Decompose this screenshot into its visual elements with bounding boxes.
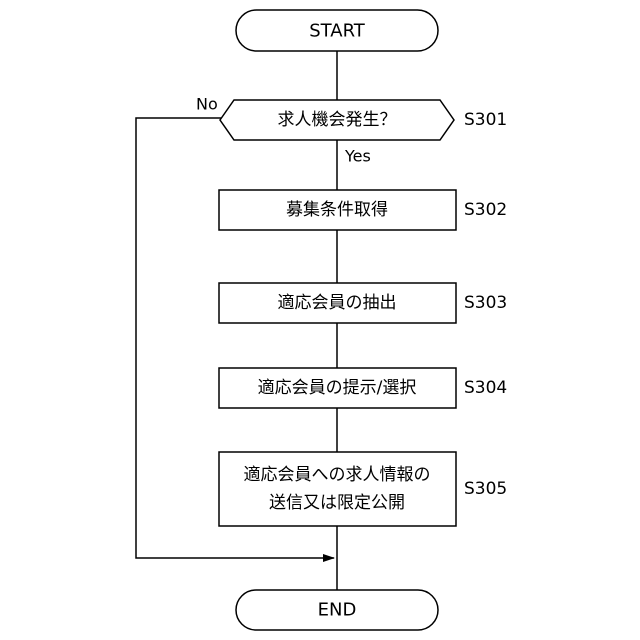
process-box-s305: 適応会員への求人情報の 送信又は限定公開 (219, 452, 456, 526)
decision-label: 求人機会発生？ (278, 110, 397, 130)
process-label-s305-line1: 適応会員への求人情報の (244, 465, 431, 485)
step-id-s303: S303 (464, 293, 507, 313)
decision-job-opportunity: 求人機会発生？ (220, 100, 454, 140)
process-box-s303: 適応会員の抽出 (219, 283, 456, 323)
end-terminal: END (236, 590, 438, 630)
step-id-s305: S305 (464, 479, 507, 499)
yes-label: Yes (344, 147, 371, 166)
step-id-s301: S301 (464, 110, 507, 130)
process-label-s305-line2: 送信又は限定公開 (269, 493, 405, 513)
start-label: START (309, 21, 366, 42)
start-terminal: START (236, 10, 438, 51)
process-box-s302: 募集条件取得 (219, 190, 456, 230)
process-box-s304: 適応会員の提示/選択 (219, 368, 456, 408)
process-label-s303: 適応会員の抽出 (278, 293, 397, 313)
end-label: END (318, 600, 357, 621)
process-label-s302: 募集条件取得 (286, 200, 388, 220)
step-id-s302: S302 (464, 200, 507, 220)
step-id-s304: S304 (464, 378, 507, 398)
no-label: No (196, 95, 218, 114)
process-label-s304: 適応会員の提示/選択 (258, 378, 417, 398)
